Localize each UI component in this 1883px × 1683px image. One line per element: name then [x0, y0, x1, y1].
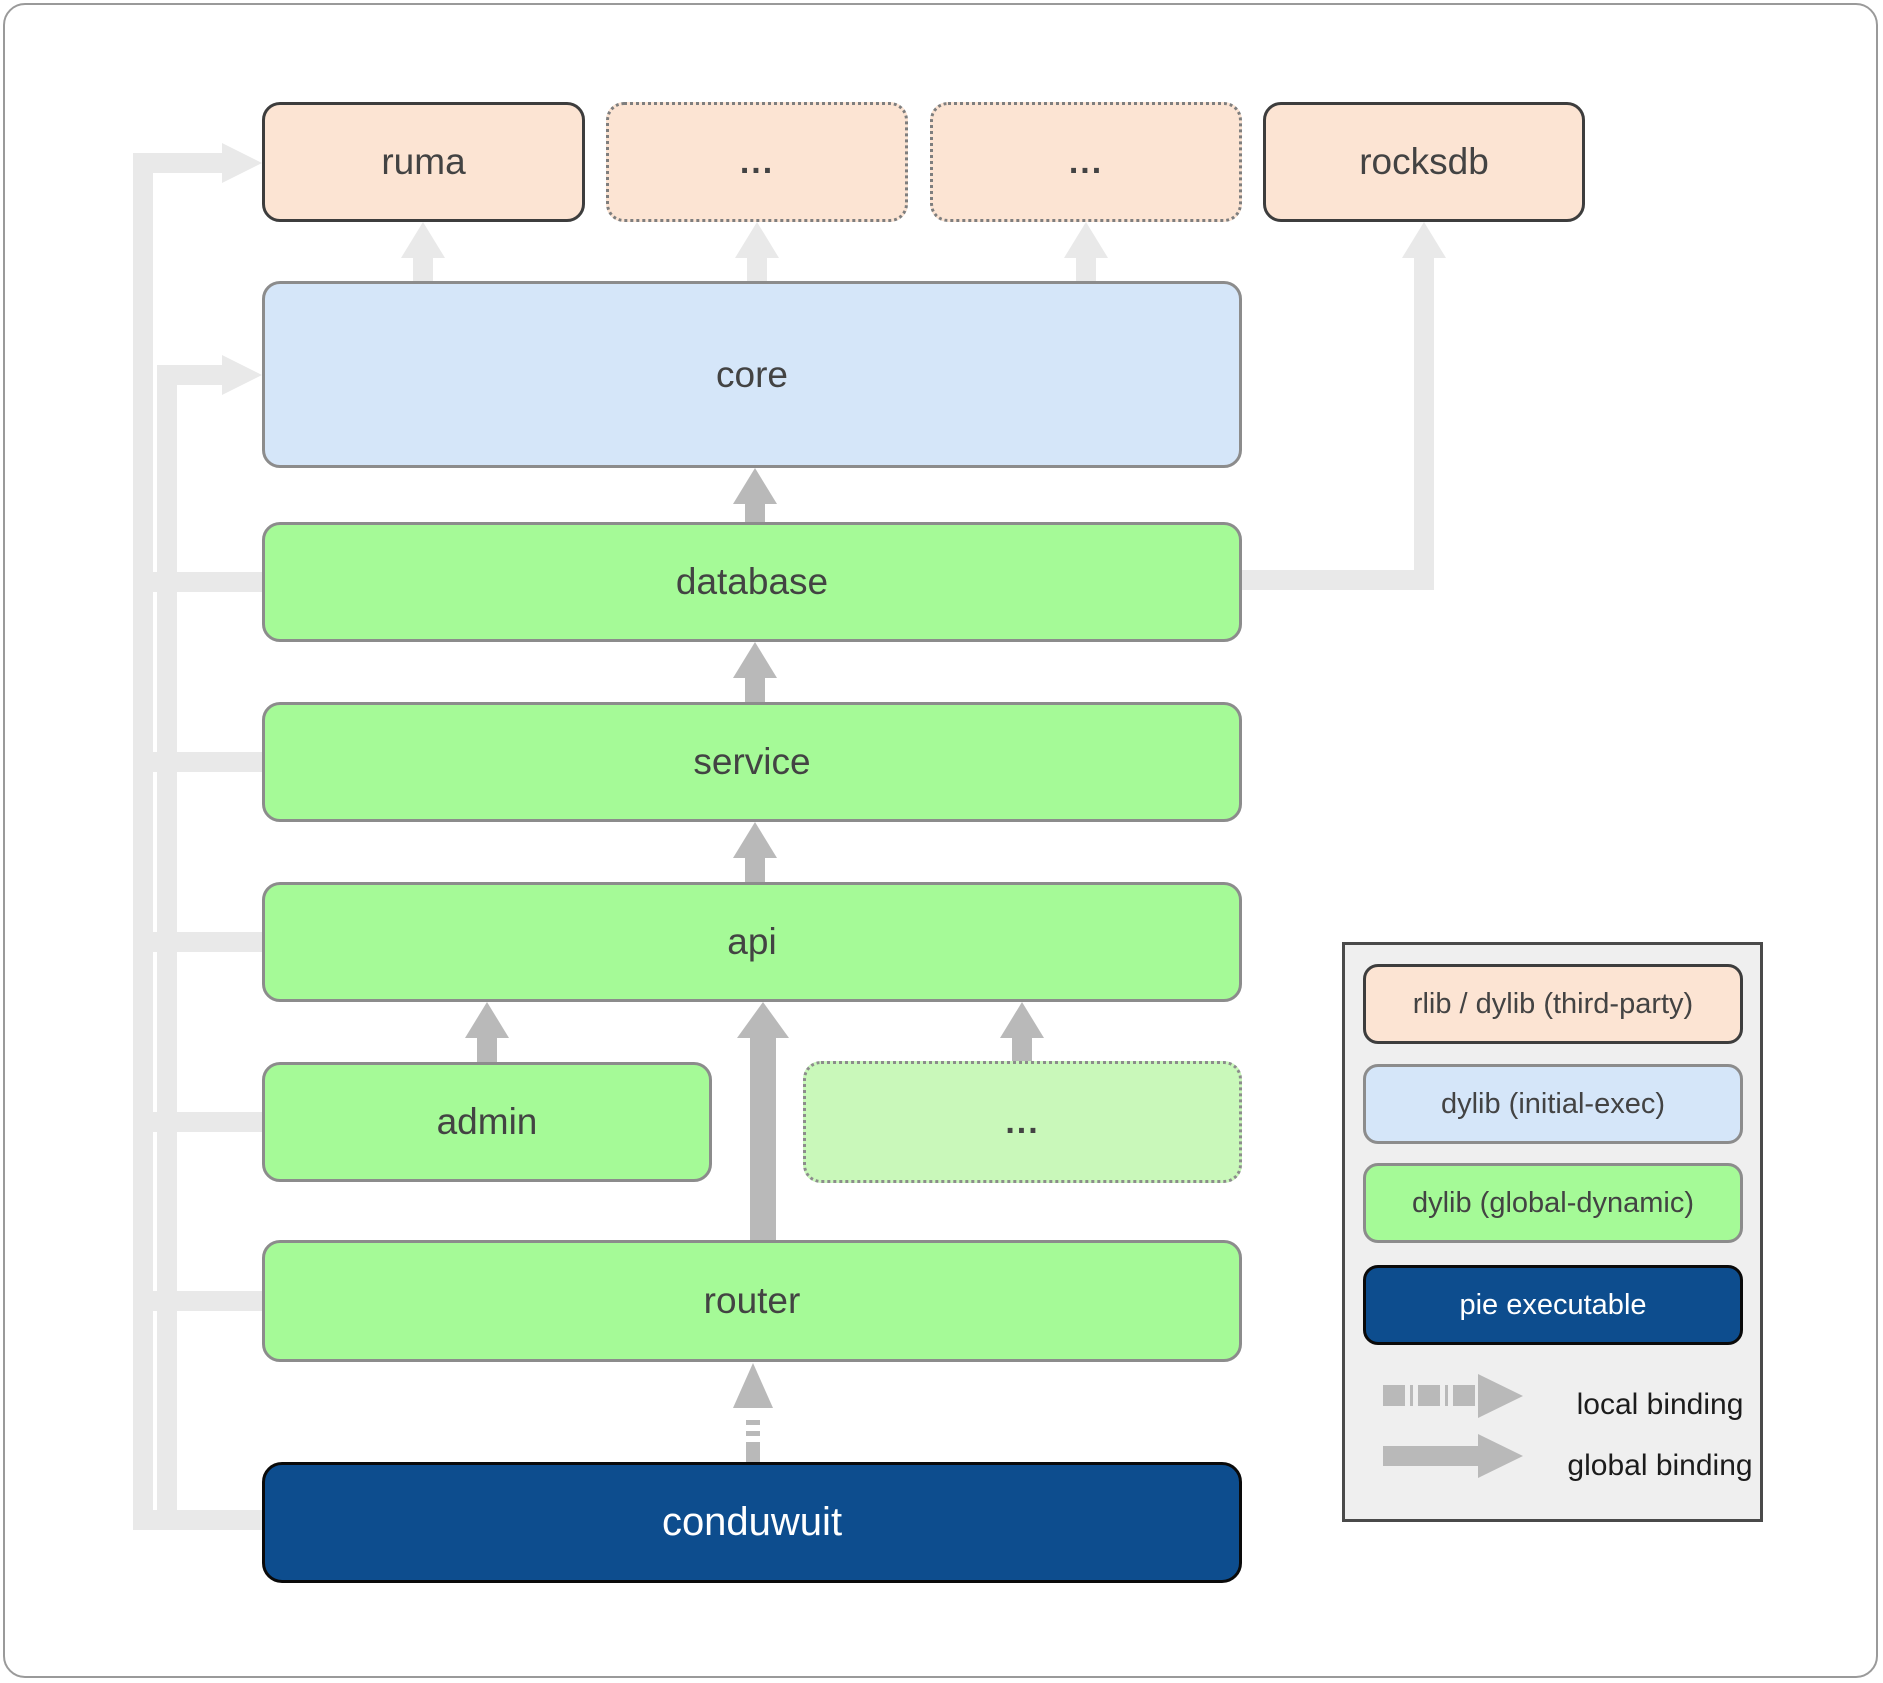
arrowhead-core-dep2: [1064, 222, 1108, 258]
arrowhead-into-core: [222, 355, 262, 395]
binding-shaft-router-api: [750, 1036, 776, 1242]
binding-stub-conduwuit: [133, 1510, 262, 1530]
box-ruma-label: ruma: [381, 141, 466, 182]
legend-item-third-party: rlib / dylib (third-party): [1363, 964, 1743, 1044]
box-core: core: [262, 281, 1242, 468]
legend-item-global-dynamic-label: dylib (global-dynamic): [1411, 1186, 1695, 1219]
arrowhead-admin-api: [465, 1002, 509, 1038]
legend-item-global-dynamic: dylib (global-dynamic): [1363, 1163, 1743, 1243]
arrowhead-into-ruma: [222, 143, 262, 183]
box-conduwuit: conduwuit: [262, 1462, 1242, 1583]
global-binding-arrowhead: [1478, 1434, 1523, 1478]
box-rocksdb: rocksdb: [1263, 102, 1585, 222]
binding-shaft-core-dep1: [747, 256, 767, 281]
box-database: database: [262, 522, 1242, 642]
binding-shaft-more-api: [1012, 1036, 1032, 1061]
legend-item-initial-exec-label: dylib (initial-exec): [1440, 1087, 1665, 1120]
binding-arm-ruma: [133, 153, 222, 173]
box-admin: admin: [262, 1062, 712, 1182]
global-binding-arrow-shaft: [1383, 1446, 1480, 1466]
legend-panel: rlib / dylib (third-party) dylib (initia…: [1342, 942, 1763, 1522]
page-frame: [3, 3, 1878, 1678]
box-router-label: router: [703, 1280, 801, 1321]
arrowhead-core-dep1: [735, 222, 779, 258]
binding-stub-service: [133, 752, 262, 772]
binding-arm-core: [157, 365, 222, 385]
legend-item-initial-exec: dylib (initial-exec): [1363, 1064, 1743, 1144]
binding-shaft-admin-api: [477, 1036, 497, 1062]
legend-item-pie-executable: pie executable: [1363, 1265, 1743, 1345]
binding-shaft-database-core: [745, 500, 765, 522]
arrowhead-service-database: [733, 642, 777, 678]
box-admin-more-label: ...: [1005, 1102, 1040, 1141]
binding-shaft-service-database: [745, 676, 765, 702]
box-core-label: core: [716, 353, 788, 395]
box-service-label: service: [693, 741, 811, 782]
arrowhead-database-core: [733, 468, 777, 504]
arrowhead-core-ruma: [401, 222, 445, 258]
binding-shaft-core-dep2: [1076, 256, 1096, 281]
box-thirdparty-more-1: ...: [606, 102, 908, 222]
arrowhead-into-rocksdb: [1402, 222, 1446, 258]
box-router: router: [262, 1240, 1242, 1362]
binding-stub-api: [133, 932, 262, 952]
box-conduwuit-label: conduwuit: [661, 1500, 843, 1544]
box-service: service: [262, 702, 1242, 822]
box-thirdparty-more-2: ...: [930, 102, 1242, 222]
legend-local-binding-text: local binding: [1576, 1388, 1744, 1421]
box-admin-more: ...: [803, 1061, 1242, 1183]
binding-arm-database-rocksdb: [1242, 570, 1424, 590]
binding-shaft-api-service: [745, 856, 765, 882]
binding-trunk-ruma: [133, 153, 153, 1530]
box-api-label: api: [727, 921, 777, 962]
arrowhead-router-api: [737, 1002, 789, 1038]
box-ruma: ruma: [262, 102, 585, 222]
arrowhead-conduwuit-router: [733, 1363, 773, 1408]
box-admin-label: admin: [436, 1101, 538, 1142]
binding-stub-router: [133, 1291, 262, 1311]
legend-local-binding-label: local binding: [1560, 1383, 1760, 1427]
binding-riser-rocksdb: [1414, 256, 1434, 590]
box-thirdparty-more-1-label: ...: [739, 142, 775, 181]
box-api: api: [262, 882, 1242, 1002]
arrowhead-more-api: [1000, 1002, 1044, 1038]
box-database-label: database: [675, 561, 829, 602]
box-rocksdb-label: rocksdb: [1359, 141, 1489, 182]
legend-item-pie-executable-label: pie executable: [1459, 1288, 1647, 1321]
binding-shaft-core-ruma: [413, 256, 433, 281]
legend-global-binding-label: global binding: [1560, 1444, 1760, 1488]
local-binding-arrowhead: [1478, 1374, 1523, 1418]
local-binding-arrow-shaft: [1383, 1385, 1480, 1406]
arrowhead-api-service: [733, 822, 777, 858]
binding-shaft-conduwuit-router: [746, 1408, 760, 1462]
legend-item-third-party-label: rlib / dylib (third-party): [1412, 987, 1694, 1020]
box-thirdparty-more-2-label: ...: [1068, 142, 1104, 181]
binding-stub-database: [133, 572, 262, 592]
binding-stub-admin: [133, 1112, 262, 1132]
legend-global-binding-text: global binding: [1567, 1449, 1753, 1482]
